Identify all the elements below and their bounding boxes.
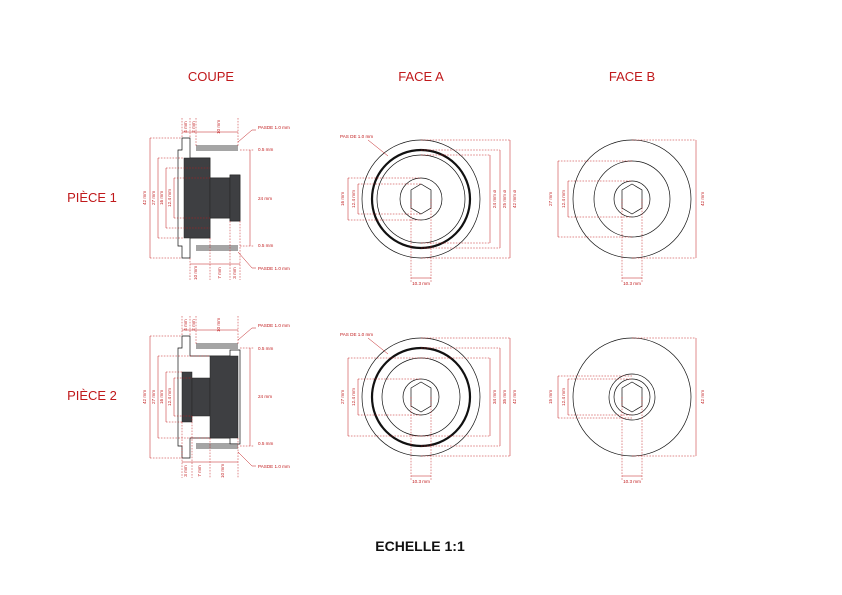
p1b-dim-27: 27 mm	[548, 192, 553, 206]
p2c-dim-16: 16 mm	[159, 390, 164, 404]
p2c-dim-4: 4 mm	[183, 319, 188, 331]
p2c-dim-24: 24 mm	[258, 394, 272, 399]
piece2-threads	[196, 343, 238, 449]
p2a-dim-12-4: 12.4 mm	[351, 388, 356, 406]
p2b-dim-12-4: 12.4 mm	[561, 388, 566, 406]
p1a-dim-16: 16 mm	[340, 192, 345, 206]
p1c-dim-16: 16 mm	[159, 191, 164, 205]
p1a-pas-de: PAS DE 1.0 mm	[340, 134, 373, 139]
p1c-dim-42: 42 mm	[142, 191, 147, 205]
p1a-dim-42: 42 mm ø	[512, 190, 517, 208]
p2a-dim-10-3: 10.3 mm	[412, 479, 430, 484]
p1c-dim-10-top: 10 mm	[216, 120, 221, 134]
row-title-piece2: PIÈCE 2	[67, 388, 117, 403]
p1c-dim-7-bot: 7 mm	[217, 267, 222, 279]
p1c-dim-3-bot: 3 mm	[232, 267, 237, 279]
piece1-face-a: 42 mm ø 25 mm ø 24 mm ø 16 mm 12.4 mm 10…	[340, 134, 517, 286]
p2c-dim-42: 42 mm	[142, 390, 147, 404]
p1c-pasde-bot: PASDE 1.0 mm	[258, 266, 290, 271]
p2c-dim-10-top: 10 mm	[216, 318, 221, 332]
p1b-dim-42: 42 mm	[700, 192, 705, 206]
p1b-dim-12-4: 12.4 mm	[561, 190, 566, 208]
p2a-dim-42: 42 mm	[512, 390, 517, 404]
p1c-dim-0-5-bot: 0.5 mm	[258, 243, 273, 248]
p2c-dim-27: 27 mm	[151, 390, 156, 404]
p2c-pasde-top: PASDE 1.0 mm	[258, 323, 290, 328]
piece2-face-b: 42 mm 15 mm 12.4 mm 10.3 mm	[548, 337, 705, 484]
p1b-dim-10-3: 10.3 mm	[623, 281, 641, 286]
p2c-dim-3-bot: 3 mm	[183, 465, 188, 477]
p2a-dim-34: 34 mm	[492, 390, 497, 404]
p1c-dim-0-5-top: 0.5 mm	[258, 147, 273, 152]
scale-label: ECHELLE 1:1	[375, 538, 465, 554]
p1c-dim-4: 4 mm	[183, 121, 188, 133]
p2c-dim-12-4: 12.4 mm	[167, 388, 172, 406]
p1c-dim-24: 24 mm	[258, 196, 272, 201]
p1a-dim-10-3: 10.3 mm	[412, 281, 430, 286]
p1c-dim-10-bot: 10 mm	[193, 266, 198, 280]
row-title-piece1: PIÈCE 1	[67, 190, 117, 205]
piece1-coupe-section: 42 mm 27 mm 16 mm 12.4 mm 4 mm 2 mm 10 m…	[142, 118, 290, 280]
piece1-threads	[196, 145, 238, 251]
p2b-dim-10-3: 10.3 mm	[623, 479, 641, 484]
p1c-pasde-top: PASDE 1.0 mm	[258, 125, 290, 130]
p2c-dim-7-bot: 7 mm	[197, 465, 202, 477]
header-face-b: FACE B	[609, 69, 655, 84]
header-coupe: COUPE	[188, 69, 235, 84]
p2c-dim-0-5-bot: 0.5 mm	[258, 441, 273, 446]
p1c-dim-12-4: 12.4 mm	[167, 189, 172, 207]
p2a-dim-35: 35 mm	[502, 390, 507, 404]
p2c-dim-0-5-top: 0.5 mm	[258, 346, 273, 351]
piece2-face-a: 42 mm 35 mm 34 mm 27 mm 12.4 mm 10.3 mm …	[340, 332, 517, 484]
p2b-dim-42: 42 mm	[700, 390, 705, 404]
p1a-dim-12-4: 12.4 mm	[351, 190, 356, 208]
p1c-dim-2: 2 mm	[191, 121, 196, 133]
header-face-a: FACE A	[398, 69, 444, 84]
p2c-dim-2: 2 mm	[191, 319, 196, 331]
p1a-dim-24: 24 mm ø	[492, 190, 497, 208]
piece1-face-b: 42 mm 27 mm 12.4 mm 10.3 mm	[548, 139, 705, 286]
p1c-dim-27: 27 mm	[151, 191, 156, 205]
p2c-pasde-bot: PASDE 1.0 mm	[258, 464, 290, 469]
piece2-coupe-section: 42 mm 27 mm 16 mm 12.4 mm 4 mm 2 mm 10 m…	[142, 316, 290, 478]
p2a-pas-de: PAS DE 1.0 mm	[340, 332, 373, 337]
p2b-dim-15: 15 mm	[548, 390, 553, 404]
p1a-dim-25: 25 mm ø	[502, 190, 507, 208]
p2c-dim-10-bot: 10 mm	[220, 464, 225, 478]
p2a-dim-27: 27 mm	[340, 390, 345, 404]
